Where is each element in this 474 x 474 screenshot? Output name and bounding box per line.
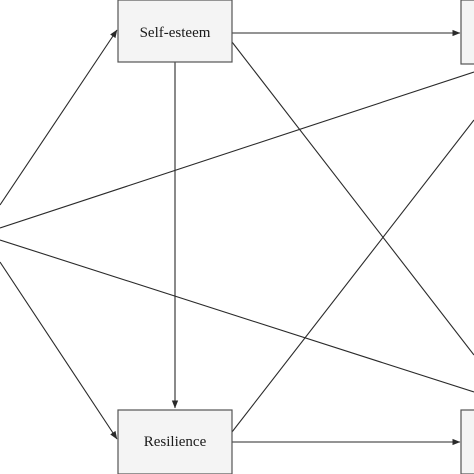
edge-resilience-to-right-top — [231, 119, 474, 433]
edge-left-to-self-esteem — [0, 29, 118, 206]
edge-left-to-right-bottom — [0, 239, 474, 393]
edge-left-to-right-top — [0, 71, 474, 229]
edge-self-esteem-to-right-bottom — [231, 41, 474, 356]
edge-left-to-resilience — [0, 261, 118, 440]
node-resilience-label: Resilience — [144, 434, 207, 450]
node-resilience: Resilience — [117, 409, 233, 474]
node-self-esteem: Self-esteem — [117, 0, 233, 63]
node-right-bottom-box — [460, 409, 474, 474]
node-resilience-box — [117, 409, 233, 474]
node-self-esteem-label: Self-esteem — [140, 25, 211, 41]
node-self-esteem-box — [117, 0, 233, 63]
node-right-top-box — [460, 0, 474, 65]
